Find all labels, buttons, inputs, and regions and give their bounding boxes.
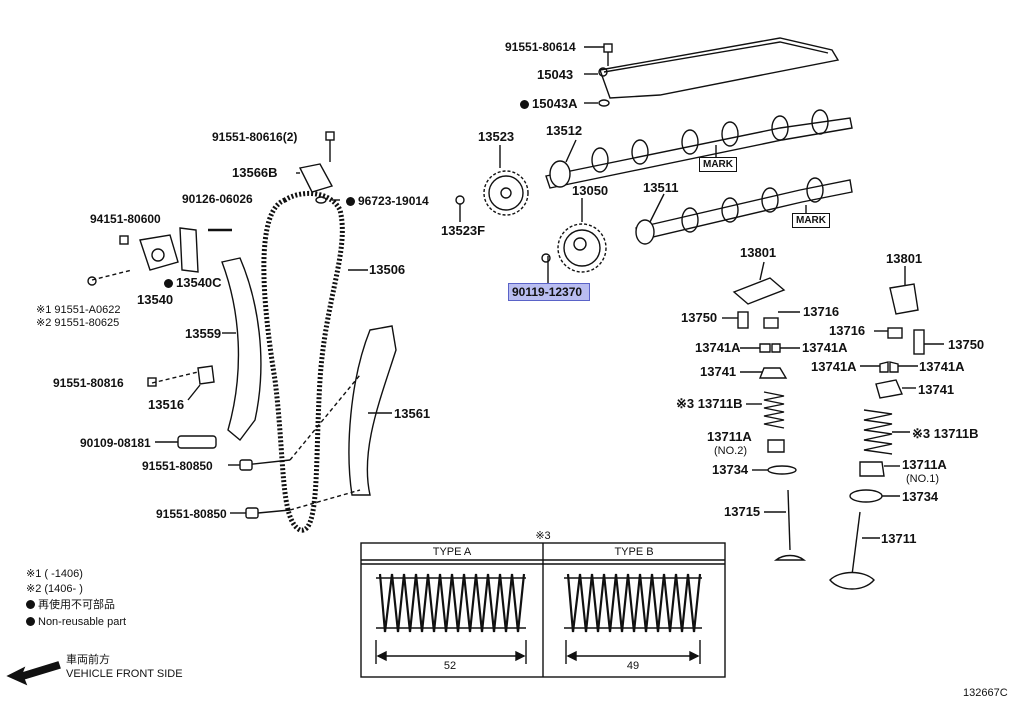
part-label-91551-A0622[interactable]: ※1 91551-A0622 [36,304,121,316]
part-label-94151-80600[interactable]: 94151-80600 [90,212,161,226]
part-label-91551-80850-a[interactable]: 91551-80850 [142,459,213,473]
part-label-13716-left[interactable]: 13716 [803,304,840,319]
vehicle-front-label-jp: 車両前方 [66,654,110,666]
part-label-13516[interactable]: 13516 [148,397,185,412]
spring-table-note: ※3 [535,530,551,542]
legend-non-reusable-jp: 再使用不可部品 [26,598,115,612]
part-label-13540[interactable]: 13540 [137,292,174,307]
chain-tensioner-arm-drawing [221,257,262,442]
part-label-13050[interactable]: 13050 [572,183,609,198]
part-label-13741A-right-1[interactable]: 13741A [811,359,857,374]
part-label-91551-80616[interactable]: 91551-80616(2) [212,130,298,144]
spring-type-a-header: TYPE A [432,546,472,558]
mark-label-intake: MARK [699,157,737,172]
diagram-code: 132667C [963,687,1008,699]
part-label-13540C[interactable]: 13540C [164,276,222,290]
non-reusable-dot-icon [26,617,35,626]
chain-guide-drawing [348,325,397,496]
highlighted-part-box[interactable] [508,283,590,301]
part-label-91551-80816[interactable]: 91551-80816 [53,376,124,390]
part-label-13561[interactable]: 13561 [394,406,431,421]
part-label-91551-80850-b[interactable]: 91551-80850 [156,507,227,521]
part-label-13711A-left[interactable]: 13711A [707,429,752,444]
vvt-gear-drawing [557,223,607,273]
vehicle-front-label-en: VEHICLE FRONT SIDE [66,668,183,680]
non-reusable-dot-icon [164,279,173,288]
non-reusable-dot-icon [26,600,35,609]
tensioner-plate-drawing [179,227,199,273]
part-label-13801-left[interactable]: 13801 [740,245,777,260]
part-label-13715[interactable]: 13715 [724,504,761,519]
non-reusable-dot-icon [346,197,355,206]
mark-label-exhaust: MARK [792,213,830,228]
spring-type-table [360,542,726,678]
part-label-13801-right[interactable]: 13801 [886,251,923,266]
rocker-arm-right-drawing [889,283,919,315]
part-note-no2: (NO.2) [714,445,747,457]
part-label-13711[interactable]: 13711 [881,531,917,546]
part-label-90126-06026[interactable]: 90126-06026 [182,192,253,206]
part-label-13741-left[interactable]: 13741 [700,364,737,379]
part-label-13750-left[interactable]: 13750 [681,310,718,325]
vehicle-front-arrow-icon [6,661,61,686]
part-label-13512[interactable]: 13512 [546,123,583,138]
part-label-13741-right[interactable]: 13741 [918,382,955,397]
part-label-13711B-right[interactable]: ※3 13711B [912,426,979,441]
part-label-13741A-left-2[interactable]: 13741A [802,340,848,355]
part-label-13741A-left-1[interactable]: 13741A [695,340,741,355]
bolt-drawing [603,43,613,66]
valve-spring-left-drawing [763,391,785,429]
part-label-13711A-right[interactable]: 13711A [902,457,947,472]
part-note-no1: (NO.1) [906,473,939,485]
part-label-96723-19014[interactable]: 96723-19014 [346,194,429,208]
legend-note-1: ※1 ( -1406) [26,568,83,580]
chain-guide-bracket-drawing [298,163,334,193]
part-label-13750-right[interactable]: 13750 [948,337,985,352]
legend-non-reusable-en: Non-reusable part [26,615,126,629]
chain-tensioner-drawing [139,234,179,271]
part-label-13511[interactable]: 13511 [643,180,679,195]
part-label-15043[interactable]: 15043 [537,67,574,82]
exhaust-camshaft-drawing [635,177,853,245]
part-label-91551-80625[interactable]: ※2 91551-80625 [36,317,120,329]
non-reusable-dot-icon [520,100,529,109]
spring-type-b-dimension: 49 [626,660,640,672]
part-label-15043A[interactable]: 15043A [520,97,578,111]
part-label-13506[interactable]: 13506 [369,262,406,277]
part-label-13523F[interactable]: 13523F [441,223,486,238]
timing-chain-drawing [261,190,345,533]
rocker-arm-left-drawing [732,277,786,305]
part-label-13711B-left[interactable]: ※3 13711B [676,396,743,411]
cam-sprocket-drawing [483,170,529,216]
part-label-13716-right[interactable]: 13716 [829,323,866,338]
intake-camshaft-drawing [545,109,853,189]
part-label-13559[interactable]: 13559 [185,326,222,341]
part-label-13523[interactable]: 13523 [478,129,515,144]
part-label-13566B[interactable]: 13566B [232,165,278,180]
legend-note-2: ※2 (1406- ) [26,583,83,595]
cover-gasket-drawing [598,37,840,99]
part-label-13734-right[interactable]: 13734 [902,489,939,504]
part-label-91551-80614[interactable]: 91551-80614 [505,40,576,54]
part-label-90109-08181[interactable]: 90109-08181 [80,436,151,450]
part-label-13741A-right-2[interactable]: 13741A [919,359,965,374]
intake-valve-drawing [829,511,875,590]
exhaust-valve-drawing [773,489,807,561]
spring-type-b-header: TYPE B [614,546,654,558]
part-label-90119-12370[interactable]: 90119-12370 [512,285,583,299]
part-label-13734-left[interactable]: 13734 [712,462,749,477]
valve-spring-right-drawing [863,409,893,455]
spring-type-a-dimension: 52 [443,660,457,672]
oil-nozzle-drawing [197,365,215,385]
